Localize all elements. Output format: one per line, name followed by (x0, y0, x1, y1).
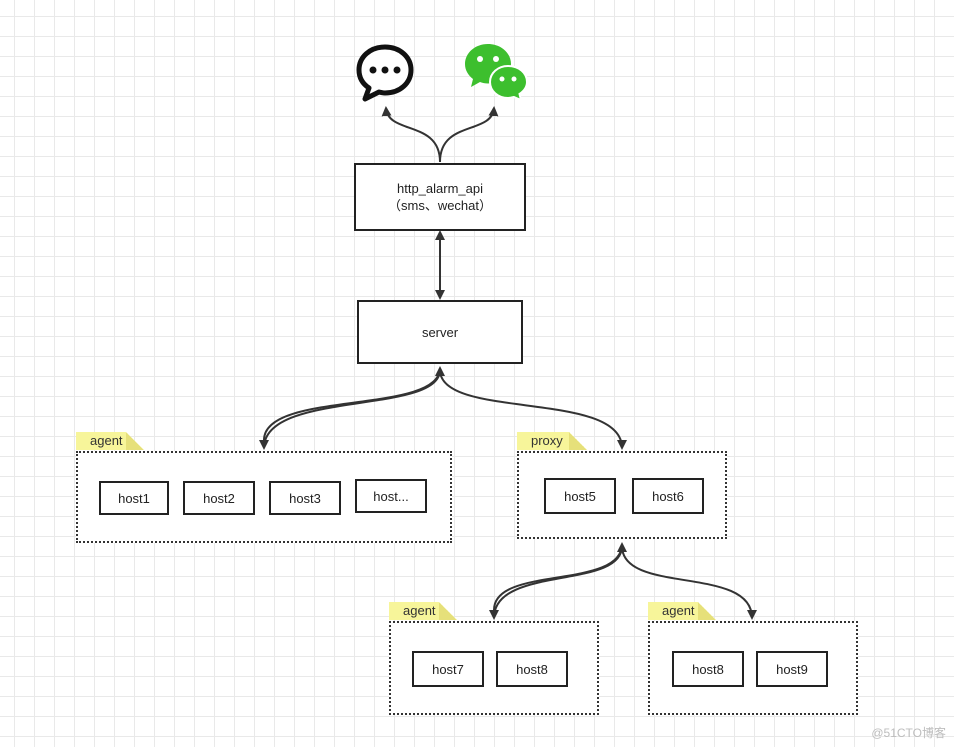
host-box: host9 (756, 651, 828, 687)
server-box: server (357, 300, 523, 364)
host-box: host3 (269, 481, 341, 515)
arrow-agent-to-server (263, 366, 445, 441)
host-box: host6 (632, 478, 704, 514)
arrow-proxy-to-agent-right (621, 545, 757, 620)
agent-group-right: host8 host9 (648, 621, 858, 715)
server-label: server (421, 324, 459, 340)
agent-tag-right: agent (648, 602, 716, 620)
watermark: @51CTO博客 (871, 726, 946, 740)
sms-chat-bubble-icon (356, 44, 414, 102)
host-box: host1 (99, 481, 169, 515)
host-box: host7 (412, 651, 484, 687)
arrow-api-to-wechat (439, 106, 499, 163)
arrow-server-to-proxy (439, 369, 627, 450)
api-box-title: http_alarm_api (397, 181, 483, 196)
arrow-api-to-sms (381, 106, 441, 163)
http-alarm-api-box: http_alarm_api （sms、wechat） (354, 163, 526, 231)
host-box: host8 (672, 651, 744, 687)
agent-group-main: host1 host2 host3 host... (76, 451, 452, 543)
arrow-server-to-agent (259, 369, 441, 450)
host-box: host2 (183, 481, 255, 515)
arrow-proxy-to-agent-left (489, 545, 623, 620)
host-box: host5 (544, 478, 616, 514)
agent-group-left: host7 host8 (389, 621, 599, 715)
agent-tag-left: agent (389, 602, 457, 620)
host-box: host8 (496, 651, 568, 687)
proxy-group: host5 host6 (517, 451, 727, 539)
host-box: host... (355, 479, 427, 513)
wechat-icon (465, 44, 529, 100)
arrow-agent-left-to-proxy (493, 542, 627, 611)
api-box-subtitle: （sms、wechat） (387, 198, 493, 213)
